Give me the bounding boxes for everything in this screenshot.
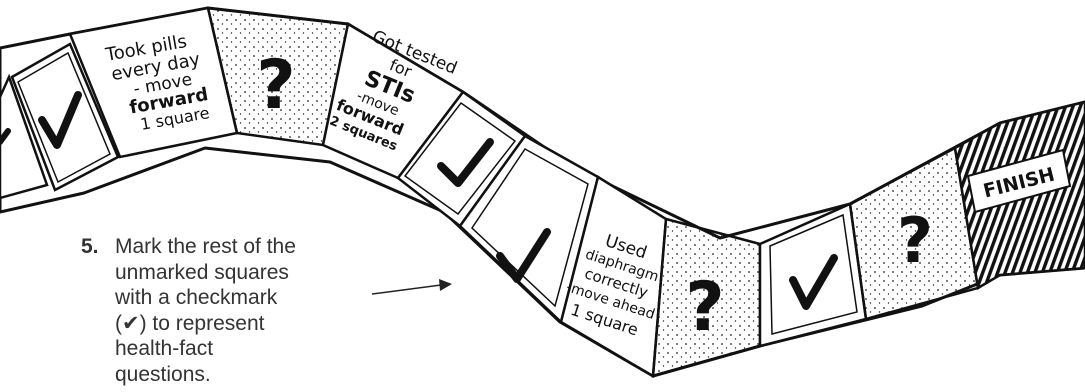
finish-square: FINISH: [953, 100, 1085, 291]
square-question-2: ?: [651, 217, 762, 378]
pointer-arrow: [371, 279, 452, 295]
square-check-partial: [0, 73, 49, 200]
checkmark-icon: [437, 138, 494, 187]
question-mark-icon: ?: [256, 46, 295, 125]
square-used-diaphragm: Used diaphragm correctly -move ahead 1 s…: [559, 175, 668, 379]
instruction-number: 5.: [81, 235, 99, 258]
instruction-text: Mark the rest of the unmarked squares wi…: [115, 235, 296, 386]
square-check-4: [758, 202, 868, 348]
checkmark-icon: [789, 254, 838, 310]
square-question-3: ?: [848, 146, 980, 321]
instruction-caption: 5. Mark the rest of the unmarked squares…: [81, 234, 311, 387]
checkmark-icon: [496, 228, 551, 283]
square-got-tested: Got tested for STIs -move forward 2 squa…: [321, 22, 465, 180]
question-mark-icon: ?: [685, 268, 724, 347]
checkmark-icon: [38, 91, 82, 149]
question-mark-icon: ?: [897, 204, 933, 277]
checkmark-icon: [0, 128, 11, 145]
square-check-1: [10, 42, 120, 192]
